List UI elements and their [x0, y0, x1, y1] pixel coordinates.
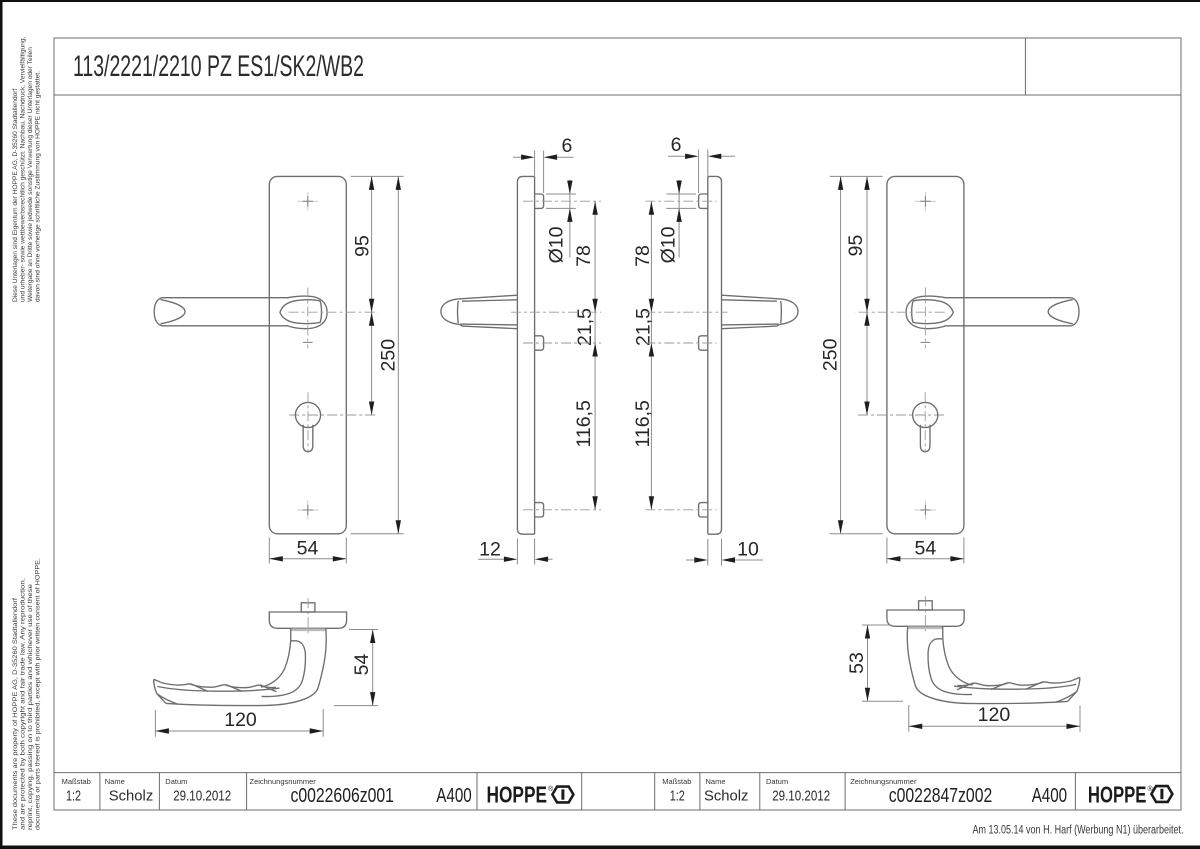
svg-text:6: 6	[561, 135, 572, 157]
svg-text:A400: A400	[1032, 785, 1067, 807]
svg-text:54: 54	[297, 537, 319, 559]
svg-text:29.10.2012: 29.10.2012	[173, 788, 231, 805]
svg-text:®: ®	[548, 785, 554, 793]
svg-text:Datum: Datum	[165, 777, 187, 786]
svg-text:116,5: 116,5	[573, 400, 595, 448]
svg-text:davon sind ohne vorherige schr: davon sind ohne vorherige schriftliche Z…	[35, 71, 42, 302]
svg-text:21,5: 21,5	[574, 308, 596, 346]
svg-text:Am 13.05.14 von H. Harf (Werbu: Am 13.05.14 von H. Harf (Werbung N1) übe…	[973, 825, 1184, 837]
svg-text:21,5: 21,5	[633, 308, 655, 346]
svg-text:Scholz: Scholz	[704, 788, 749, 805]
svg-text:Datum: Datum	[766, 777, 788, 786]
svg-text:documents or parts thereof is: documents or parts thereof is prohibited…	[35, 558, 42, 830]
svg-text:Ø10: Ø10	[546, 226, 568, 263]
svg-text:®: ®	[1148, 785, 1154, 793]
svg-text:95: 95	[352, 235, 374, 257]
svg-text:10: 10	[737, 538, 759, 560]
svg-text:Scholz: Scholz	[109, 788, 154, 805]
svg-text:95: 95	[845, 235, 867, 257]
svg-text:250: 250	[377, 339, 399, 372]
svg-text:54: 54	[351, 654, 373, 676]
svg-text:HOPPE: HOPPE	[1088, 781, 1147, 807]
svg-text:120: 120	[978, 704, 1011, 726]
svg-text:12: 12	[479, 538, 501, 560]
svg-text:These documents are property o: These documents are property of HOPPE AG…	[12, 598, 19, 830]
svg-text:Weitergabe an Dritte sowie jed: Weitergabe an Dritte sowie jedwede sonst…	[27, 47, 34, 302]
svg-text:und urheber- sowie wettbewerbs: und urheber- sowie wettbewerbsrechtlich …	[20, 36, 27, 302]
svg-text:reprint, copying, passing on t: reprint, copying, passing on to third pa…	[27, 584, 34, 830]
svg-text:Maßstab: Maßstab	[62, 777, 91, 786]
svg-text:113/2221/2210 PZ ES1/SK2/WB2: 113/2221/2210 PZ ES1/SK2/WB2	[73, 50, 364, 83]
svg-text:53: 53	[846, 652, 868, 674]
svg-text:1:2: 1:2	[66, 788, 81, 805]
svg-text:120: 120	[224, 709, 257, 731]
svg-text:54: 54	[915, 537, 937, 559]
svg-text:78: 78	[573, 245, 595, 267]
svg-text:78: 78	[632, 245, 654, 267]
svg-text:1:2: 1:2	[670, 788, 685, 805]
svg-text:Diese Unterlagen sind Eigentum: Diese Unterlagen sind Eigentum der HOPPE…	[12, 89, 19, 302]
svg-text:Zeichnungsnummer: Zeichnungsnummer	[850, 777, 917, 786]
svg-text:Maßstab: Maßstab	[662, 777, 691, 786]
svg-text:c0022606z001: c0022606z001	[290, 785, 394, 807]
svg-text:Name: Name	[706, 777, 726, 786]
svg-text:250: 250	[820, 338, 842, 371]
svg-text:HOPPE: HOPPE	[487, 781, 548, 807]
svg-text:and are protected by both copy: and are protected by both copyright and …	[20, 578, 27, 830]
svg-text:c0022847z002: c0022847z002	[889, 785, 993, 807]
svg-text:Ø10: Ø10	[658, 226, 680, 263]
svg-text:Name: Name	[105, 777, 125, 786]
svg-text:Zeichnungsnummer: Zeichnungsnummer	[250, 777, 317, 786]
svg-text:A400: A400	[436, 785, 471, 807]
svg-text:116,5: 116,5	[632, 400, 654, 448]
svg-text:6: 6	[671, 134, 682, 156]
svg-text:29.10.2012: 29.10.2012	[772, 788, 830, 805]
